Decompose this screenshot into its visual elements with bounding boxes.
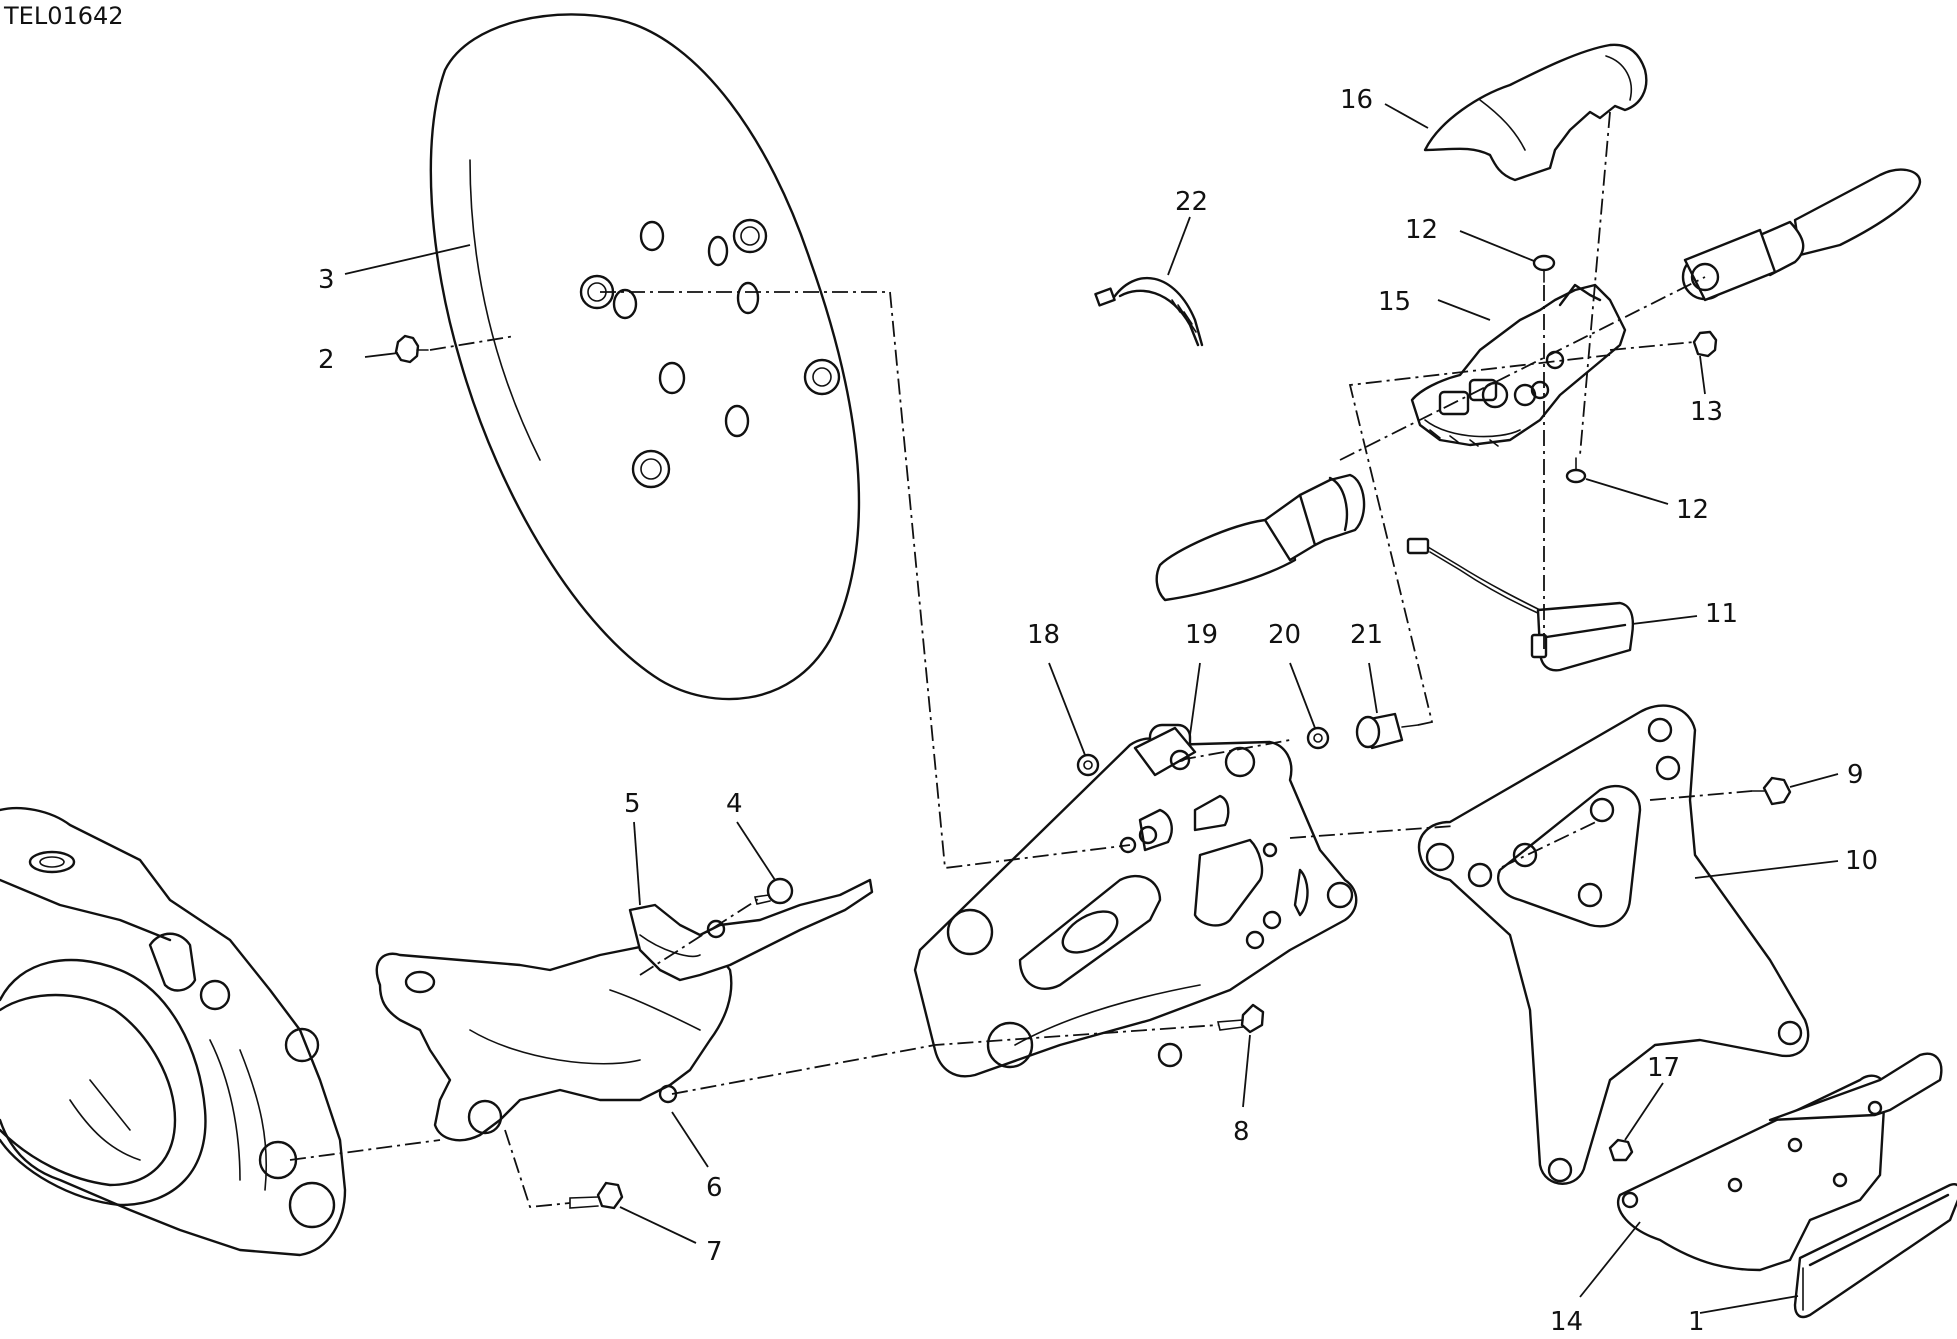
part-12-screw-bottom <box>1565 457 1587 484</box>
callout-21: 21 <box>1350 620 1383 650</box>
callout-labels: 1 2 3 4 5 6 7 8 9 10 11 12 12 13 14 15 1… <box>318 85 1878 1337</box>
part-16-cover <box>1423 43 1648 182</box>
callout-20: 20 <box>1268 620 1301 650</box>
callout-15: 15 <box>1378 287 1411 317</box>
callout-leaders <box>344 103 1839 1314</box>
callout-19: 19 <box>1185 620 1218 650</box>
callout-9: 9 <box>1847 760 1864 790</box>
part-3-panel <box>429 13 861 701</box>
callout-3: 3 <box>318 265 335 295</box>
callout-13: 13 <box>1690 397 1723 427</box>
callout-11: 11 <box>1705 599 1738 629</box>
callout-14: 14 <box>1550 1307 1583 1337</box>
callout-22: 22 <box>1175 187 1208 217</box>
part-18-nut <box>1076 753 1100 777</box>
callout-12-bottom: 12 <box>1676 495 1709 525</box>
part-10-plate-bracket <box>1417 704 1810 1185</box>
callout-10: 10 <box>1845 846 1878 876</box>
support-plate <box>913 723 1358 1078</box>
callout-1: 1 <box>1688 1307 1705 1337</box>
drawing-code: TEL01642 <box>3 2 124 30</box>
callout-2: 2 <box>318 345 335 375</box>
part-21-damper <box>1355 712 1419 750</box>
callout-4: 4 <box>726 789 743 819</box>
part-1-reflector <box>1793 1183 1957 1319</box>
callout-16: 16 <box>1340 85 1373 115</box>
callout-18: 18 <box>1027 620 1060 650</box>
part-11-license-light <box>1406 537 1634 672</box>
turn-signal-right <box>1681 168 1922 302</box>
callout-6: 6 <box>706 1173 723 1203</box>
part-7-screw <box>569 1181 624 1210</box>
part-13-nut <box>1692 330 1718 358</box>
part-9-bolt <box>1751 776 1792 806</box>
assembly-lines <box>289 111 1753 1208</box>
callout-7: 7 <box>706 1237 723 1267</box>
part-19-spacer <box>1119 726 1197 854</box>
frame-assembly <box>0 806 347 1257</box>
callout-8: 8 <box>1233 1117 1250 1147</box>
callout-17: 17 <box>1647 1053 1680 1083</box>
callout-5: 5 <box>624 789 641 819</box>
part-20-washer <box>1306 726 1330 750</box>
part-8-screw <box>1216 1003 1265 1034</box>
part-14-plate-holder <box>1617 1052 1943 1272</box>
part-6-bracket <box>375 943 733 1142</box>
part-4-screw <box>753 877 794 905</box>
turn-signal-left <box>1155 473 1366 602</box>
callout-12-top: 12 <box>1405 215 1438 245</box>
part-12-screw-top <box>1532 254 1556 283</box>
part-5-clip <box>628 878 874 982</box>
part-17-nut <box>1608 1138 1634 1162</box>
part-2-nut <box>394 334 429 364</box>
part-22-cable-tie <box>1094 276 1204 347</box>
